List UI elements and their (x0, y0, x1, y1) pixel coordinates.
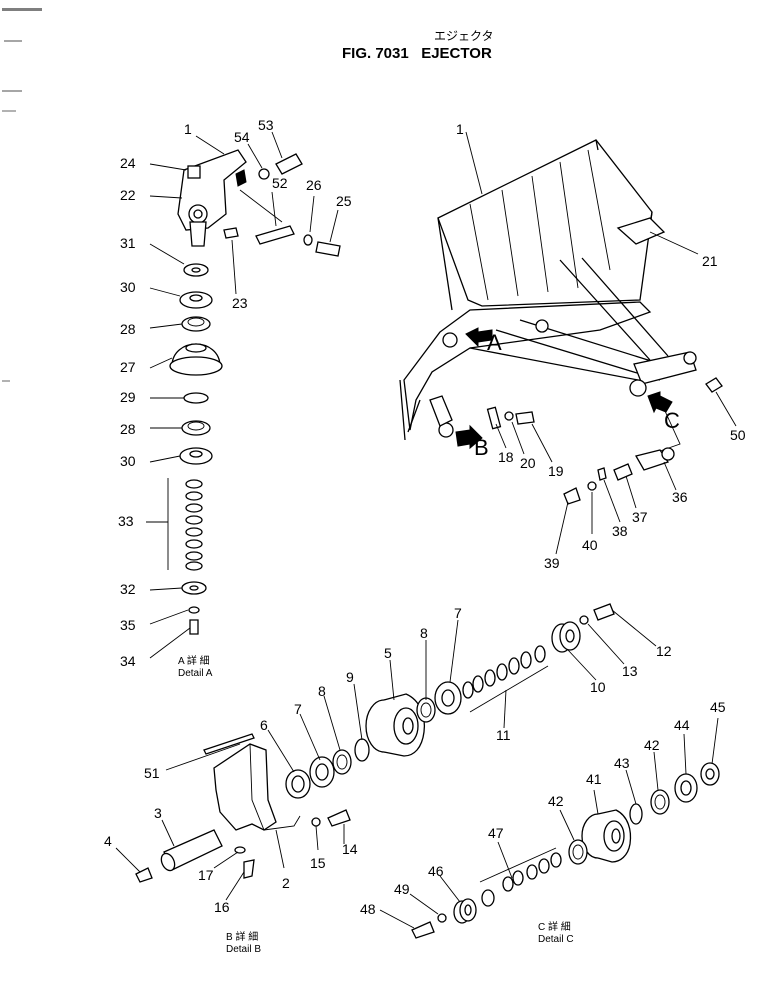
callout: 46 (428, 863, 444, 879)
detail-c-caption: Detail C (538, 934, 574, 945)
detail-b (135, 603, 615, 883)
callout: 24 (120, 155, 136, 171)
callout-numbers: 1 24 54 53 22 52 26 25 31 23 30 28 27 29… (104, 117, 746, 917)
callout: 2 (282, 875, 290, 891)
callout: 28 (120, 321, 136, 337)
callout: 21 (702, 253, 718, 269)
callout: 48 (360, 901, 376, 917)
callout: 8 (318, 683, 326, 699)
callout: 4 (104, 833, 112, 849)
callout: 7 (294, 701, 302, 717)
callout: 49 (394, 881, 410, 897)
callout: 43 (614, 755, 630, 771)
detail-a-caption: Detail A (178, 668, 213, 679)
callout: 52 (272, 175, 288, 191)
callout: 30 (120, 279, 136, 295)
callout: 37 (632, 509, 648, 525)
title-japanese: エジェクタ (434, 29, 494, 43)
callout: 10 (590, 679, 606, 695)
callout: 14 (342, 841, 358, 857)
callout: 28 (120, 421, 136, 437)
detail-a (167, 149, 341, 635)
figure-title: FIG. 7031 EJECTOR (342, 45, 492, 62)
main-assembly-parts (486, 377, 723, 505)
detail-captions: A 詳 細 Detail A B 詳 細 Detail B C 詳 細 Deta… (178, 654, 574, 955)
callout: 44 (674, 717, 690, 733)
callout: 11 (496, 727, 511, 743)
shim-set-11 (462, 645, 546, 699)
shim-stack (185, 479, 203, 571)
callout: 32 (120, 581, 136, 597)
callout: 7 (454, 605, 462, 621)
callout: 41 (586, 771, 602, 787)
callout: 12 (656, 643, 672, 659)
callout: 1 (456, 121, 464, 137)
callout: 31 (120, 235, 136, 251)
callout: 54 (234, 129, 250, 145)
view-letter-b: B (474, 435, 489, 460)
callout: 3 (154, 805, 162, 821)
callout: 36 (672, 489, 688, 505)
callout: 38 (612, 523, 628, 539)
callout: 45 (710, 699, 726, 715)
callout: 5 (384, 645, 392, 661)
callout: 26 (306, 177, 322, 193)
view-letter-c: C (664, 408, 680, 433)
callout: 25 (336, 193, 352, 209)
callout: 13 (622, 663, 638, 679)
callout: 22 (120, 187, 136, 203)
callout: 16 (214, 899, 230, 915)
detail-c-caption-jp: C 詳 細 (538, 920, 571, 933)
callout: 30 (120, 453, 136, 469)
scan-noise (2, 8, 42, 382)
callout: 33 (118, 513, 134, 529)
callout: 19 (548, 463, 564, 479)
callout: 27 (120, 359, 136, 375)
callout: 29 (120, 389, 136, 405)
callout: 8 (420, 625, 428, 641)
callout: 53 (258, 117, 274, 133)
view-letter-a: A (487, 330, 502, 355)
shim-set-47 (502, 852, 562, 892)
detail-b-caption: Detail B (226, 944, 261, 955)
ejector-assembly: A B C (399, 139, 697, 460)
detail-b-caption-jp: B 詳 細 (226, 930, 258, 943)
callout: 50 (730, 427, 746, 443)
callout: 42 (548, 793, 564, 809)
callout: 9 (346, 669, 354, 685)
detail-a-caption-jp: A 詳 細 (178, 654, 210, 667)
callout: 18 (498, 449, 514, 465)
callout: 47 (488, 825, 504, 841)
callout: 51 (144, 765, 160, 781)
callout: 23 (232, 295, 248, 311)
callout: 15 (310, 855, 326, 871)
callout: 34 (120, 653, 136, 669)
callout: 39 (544, 555, 560, 571)
detail-c (411, 762, 720, 939)
ejector-blade (437, 139, 653, 307)
callout: 40 (582, 537, 598, 553)
callout: 17 (198, 867, 214, 883)
callout: 20 (520, 455, 536, 471)
callout: 35 (120, 617, 136, 633)
callout: 42 (644, 737, 660, 753)
callout: 6 (260, 717, 268, 733)
callout: 1 (184, 121, 192, 137)
leader-lines (115, 131, 737, 929)
